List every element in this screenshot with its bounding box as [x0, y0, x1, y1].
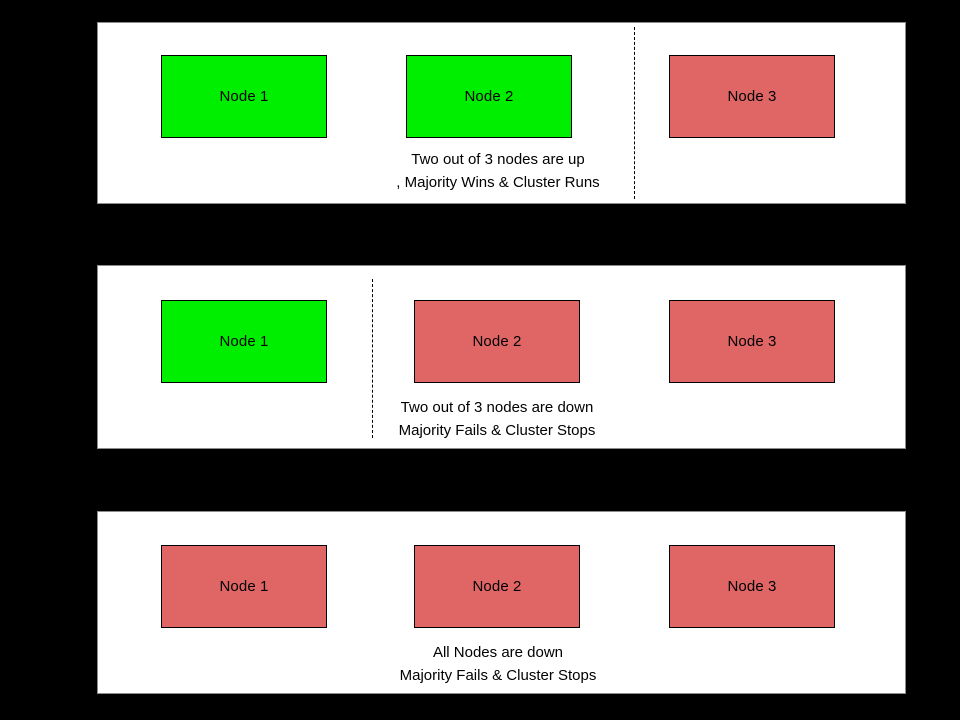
- node-box-3[interactable]: Node 3: [669, 300, 835, 383]
- panel-caption: All Nodes are down Majority Fails & Clus…: [283, 641, 713, 687]
- node-label: Node 1: [219, 333, 269, 350]
- node-box-2[interactable]: Node 2: [414, 545, 580, 628]
- node-label: Node 2: [472, 578, 522, 595]
- panel-caption: Two out of 3 nodes are down Majority Fai…: [282, 396, 712, 442]
- node-box-3[interactable]: Node 3: [669, 55, 835, 138]
- panel-all-down: Node 1 Node 2 Node 3 All Nodes are down …: [97, 511, 906, 694]
- node-box-1[interactable]: Node 1: [161, 300, 327, 383]
- caption-line-1: Two out of 3 nodes are up: [411, 151, 585, 168]
- node-box-2[interactable]: Node 2: [406, 55, 572, 138]
- panel-two-up: Node 1 Node 2 Node 3 Two out of 3 nodes …: [97, 22, 906, 204]
- node-box-2[interactable]: Node 2: [414, 300, 580, 383]
- node-box-1[interactable]: Node 1: [161, 55, 327, 138]
- node-label: Node 3: [727, 88, 777, 105]
- caption-line-1: Two out of 3 nodes are down: [400, 399, 594, 416]
- caption-line-2: Majority Fails & Cluster Stops: [399, 667, 597, 684]
- node-label: Node 1: [219, 578, 269, 595]
- node-label: Node 3: [727, 578, 777, 595]
- node-label: Node 1: [219, 88, 269, 105]
- node-label: Node 3: [727, 333, 777, 350]
- quorum-divider-line: [634, 27, 635, 199]
- caption-line-1: All Nodes are down: [432, 644, 564, 661]
- quorum-divider-line: [372, 279, 373, 438]
- node-box-1[interactable]: Node 1: [161, 545, 327, 628]
- caption-line-2: Majority Fails & Cluster Stops: [398, 422, 596, 439]
- panel-two-down: Node 1 Node 2 Node 3 Two out of 3 nodes …: [97, 265, 906, 449]
- node-label: Node 2: [464, 88, 514, 105]
- panel-caption: Two out of 3 nodes are up , Majority Win…: [268, 148, 728, 194]
- node-box-3[interactable]: Node 3: [669, 545, 835, 628]
- node-label: Node 2: [472, 333, 522, 350]
- caption-line-2: , Majority Wins & Cluster Runs: [396, 174, 600, 191]
